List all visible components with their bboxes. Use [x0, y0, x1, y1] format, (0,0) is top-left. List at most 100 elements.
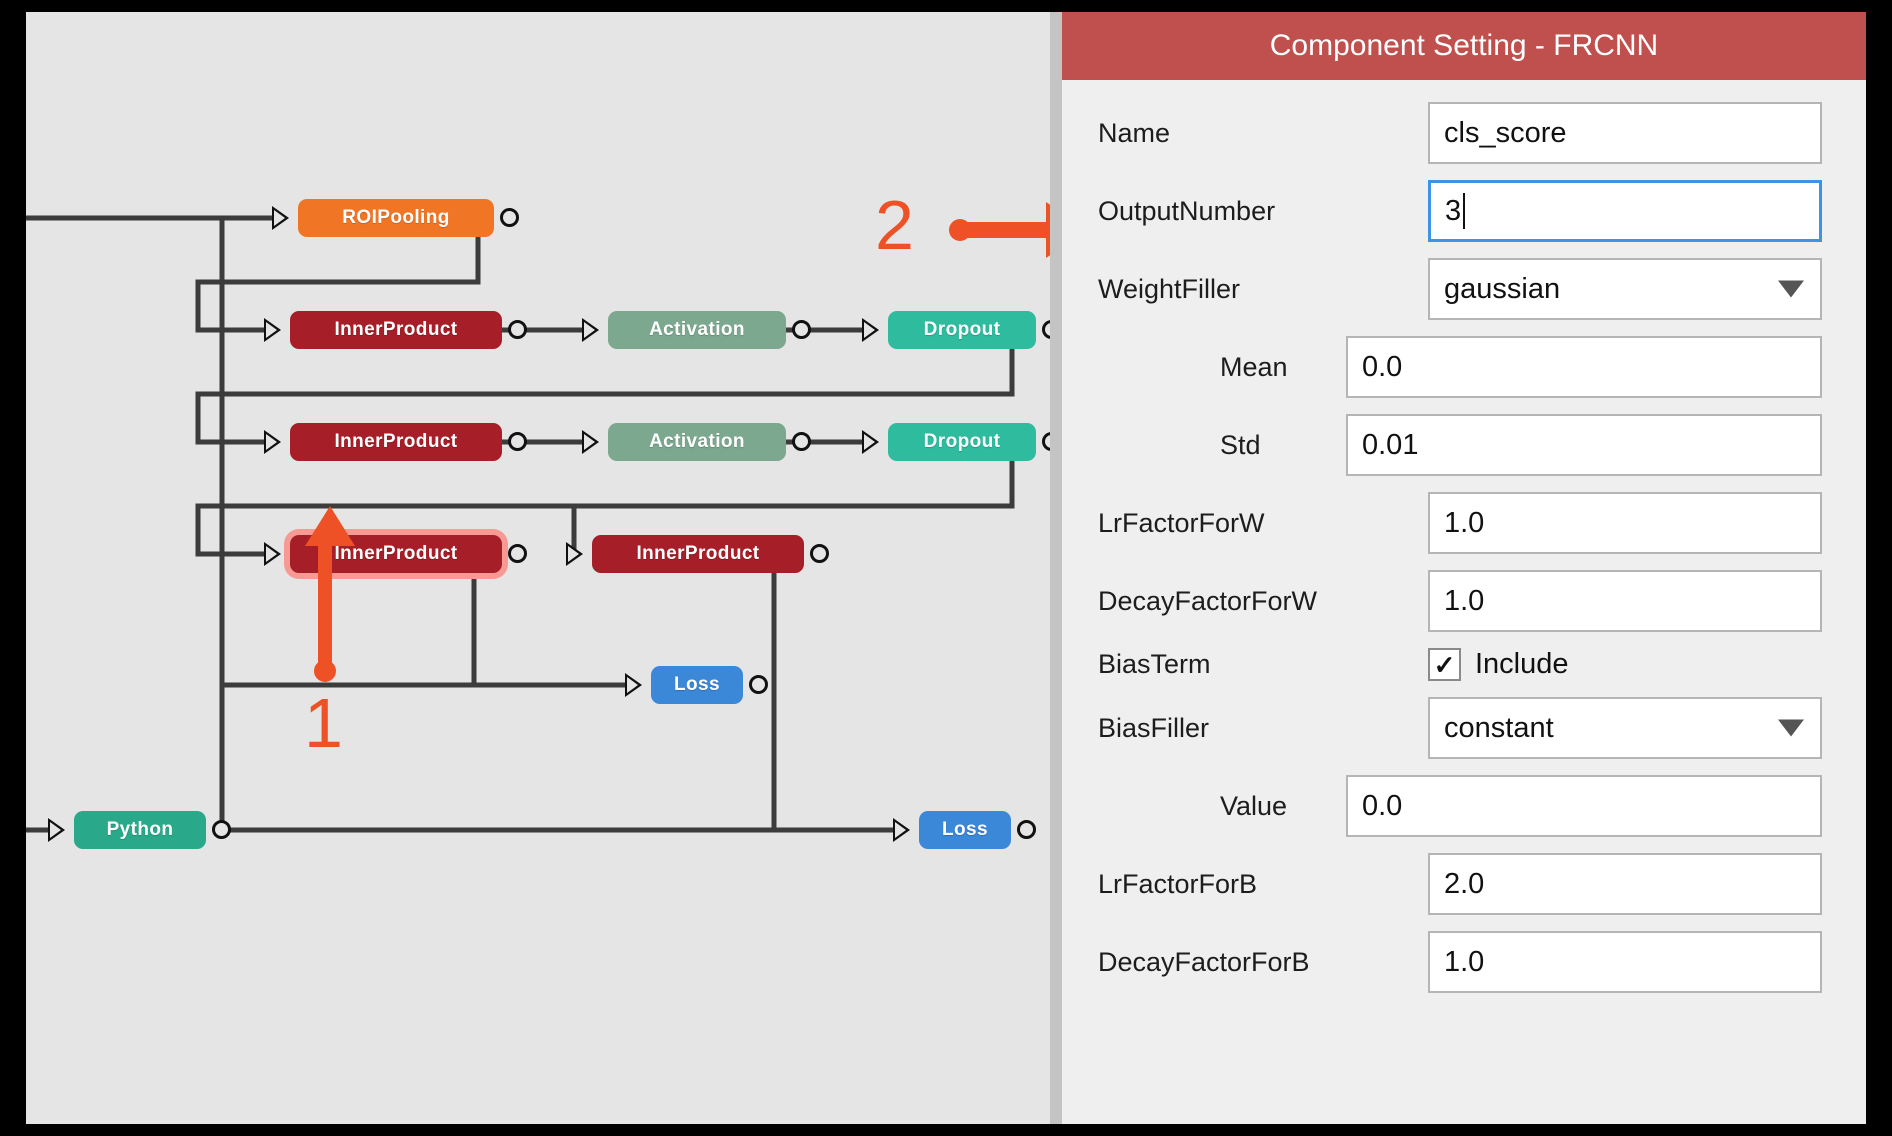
annotation-2-label: 2 [875, 186, 914, 264]
graph-node-input-arrow-icon[interactable] [264, 430, 281, 454]
form-row-std: Std 0.01 [1098, 414, 1822, 476]
graph-node-output-port[interactable] [1042, 320, 1050, 339]
graph-node-input-arrow-icon[interactable] [272, 206, 289, 230]
graph-node-output-port[interactable] [508, 544, 527, 563]
form-row-lrfactorforw: LrFactorForW 1.0 [1098, 492, 1822, 554]
input-name[interactable]: cls_score [1428, 102, 1822, 164]
form-row-outputnumber: OutputNumber 3 [1098, 180, 1822, 242]
graph-node-output-port[interactable] [212, 820, 231, 839]
field-label-biasterm: BiasTerm [1098, 649, 1211, 679]
field-value: 0.0 [1362, 350, 1403, 383]
graph-node-input-arrow-icon[interactable] [264, 318, 281, 342]
graph-node-output-port[interactable] [1042, 432, 1050, 451]
field-label-std: Std [1220, 429, 1261, 460]
annotation-1-stem [318, 542, 332, 670]
field-value: 1.0 [1444, 584, 1485, 617]
graph-node-output-port[interactable] [792, 432, 811, 451]
graph-node-ip4[interactable]: InnerProduct [592, 535, 804, 573]
graph-node-label: Python [106, 819, 174, 840]
form-row-weightfiller: WeightFiller gaussian [1098, 258, 1822, 320]
field-value: 1.0 [1444, 945, 1485, 978]
field-label-lrfactorforw: LrFactorForW [1098, 507, 1265, 538]
graph-node-label: InnerProduct [334, 431, 458, 452]
form-row-decayfactorforb: DecayFactorForB 1.0 [1098, 931, 1822, 993]
graph-node-drop2[interactable]: Dropout [888, 423, 1036, 461]
input-value[interactable]: 0.0 [1346, 775, 1822, 837]
chevron-down-icon[interactable] [1778, 280, 1804, 298]
graph-node-drop1[interactable]: Dropout [888, 311, 1036, 349]
field-label-outputnumber: OutputNumber [1098, 195, 1276, 226]
graph-node-input-arrow-icon[interactable] [582, 430, 599, 454]
checkbox-biasterm[interactable]: ✓ [1428, 648, 1461, 681]
graph-node-output-port[interactable] [810, 544, 829, 563]
select-biasfiller[interactable]: constant [1428, 697, 1822, 759]
graph-node-label: Activation [649, 319, 745, 340]
graph-node-output-port[interactable] [792, 320, 811, 339]
graph-node-input-arrow-icon[interactable] [566, 542, 583, 566]
input-lrfactorforw[interactable]: 1.0 [1428, 492, 1822, 554]
field-value: 2.0 [1444, 867, 1485, 900]
graph-node-label: Dropout [923, 431, 1001, 452]
form-row-name: Name cls_score [1098, 102, 1822, 164]
field-label-value: Value [1220, 790, 1288, 821]
graph-node-loss2[interactable]: Loss [919, 811, 1011, 849]
field-value: 0.01 [1362, 428, 1419, 461]
graph-node-python[interactable]: Python [74, 811, 206, 849]
field-label-decayfactorforb: DecayFactorForB [1098, 946, 1310, 977]
graph-node-label: Dropout [923, 319, 1001, 340]
field-label-weightfiller: WeightFiller [1098, 273, 1241, 304]
panel-title: Component Setting - FRCNN [1062, 12, 1866, 80]
input-decayfactorforb[interactable]: 1.0 [1428, 931, 1822, 993]
input-std[interactable]: 0.01 [1346, 414, 1822, 476]
connection-wires [26, 215, 1015, 833]
text-caret [1463, 193, 1466, 229]
input-mean[interactable]: 0.0 [1346, 336, 1822, 398]
field-label-lrfactorforb: LrFactorForB [1098, 868, 1258, 899]
checkbox-group-biasterm: ✓Include [1428, 648, 1822, 681]
graph-node-roipooling[interactable]: ROIPooling [298, 199, 494, 237]
annotation-1-arrowhead [305, 506, 355, 546]
graph-node-act1[interactable]: Activation [608, 311, 786, 349]
field-value: constant [1444, 711, 1554, 744]
check-icon: ✓ [1433, 649, 1456, 680]
graph-node-ip1[interactable]: InnerProduct [290, 311, 502, 349]
graph-node-input-arrow-icon[interactable] [264, 542, 281, 566]
graph-node-output-port[interactable] [508, 432, 527, 451]
graph-node-input-arrow-icon[interactable] [862, 318, 879, 342]
graph-node-label: InnerProduct [334, 543, 458, 564]
field-label-biasfiller: BiasFiller [1098, 712, 1210, 743]
annotation-1-dot [314, 660, 336, 682]
graph-node-input-arrow-icon[interactable] [582, 318, 599, 342]
graph-node-output-port[interactable] [1017, 820, 1036, 839]
form-row-biasterm: BiasTerm ✓Include [1098, 648, 1822, 681]
graph-node-input-arrow-icon[interactable] [893, 818, 910, 842]
chevron-down-icon[interactable] [1778, 719, 1804, 737]
graph-node-act2[interactable]: Activation [608, 423, 786, 461]
input-outputnumber[interactable]: 3 [1428, 180, 1822, 242]
field-value: 1.0 [1444, 506, 1485, 539]
graph-node-input-arrow-icon[interactable] [48, 818, 65, 842]
graph-node-label: ROIPooling [342, 207, 450, 228]
graph-node-output-port[interactable] [500, 208, 519, 227]
graph-node-output-port[interactable] [508, 320, 527, 339]
graph-node-loss1[interactable]: Loss [651, 666, 743, 704]
field-label-mean: Mean [1220, 351, 1288, 382]
graph-node-ip2[interactable]: InnerProduct [290, 423, 502, 461]
field-label-name: Name [1098, 117, 1171, 148]
input-decayfactorforw[interactable]: 1.0 [1428, 570, 1822, 632]
graph-node-input-arrow-icon[interactable] [862, 430, 879, 454]
field-value: cls_score [1444, 116, 1567, 149]
input-lrfactorforb[interactable]: 2.0 [1428, 853, 1822, 915]
graph-node-output-port[interactable] [749, 675, 768, 694]
panel-divider[interactable] [1050, 12, 1062, 1124]
graph-node-label: Loss [674, 674, 720, 695]
form-row-biasfiller: BiasFiller constant [1098, 697, 1822, 759]
graph-node-label: Activation [649, 431, 745, 452]
graph-node-input-arrow-icon[interactable] [625, 673, 642, 697]
select-weightfiller[interactable]: gaussian [1428, 258, 1822, 320]
